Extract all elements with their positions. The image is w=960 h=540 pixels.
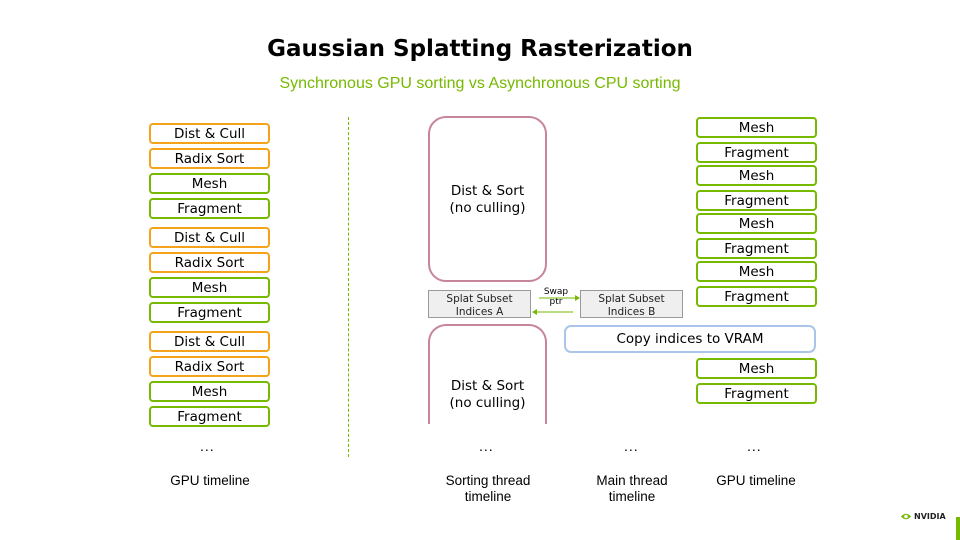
left-block-radix-sort: Radix Sort	[149, 148, 270, 169]
buffer-b: Splat Subset Indices B	[580, 290, 683, 318]
left-block-fragment: Fragment	[149, 302, 270, 323]
right-block-fragment: Fragment	[696, 383, 817, 404]
accent-bar	[956, 517, 960, 540]
left-ellipsis: ...	[200, 438, 215, 454]
slide-subtitle: Synchronous GPU sorting vs Asynchronous …	[279, 75, 681, 92]
divider-line	[348, 117, 349, 457]
right-timeline-caption: GPU timeline	[716, 473, 796, 488]
main-thread-caption: Main thread timeline	[596, 473, 668, 504]
nvidia-eye-icon	[901, 513, 911, 520]
right-block-fragment: Fragment	[696, 286, 817, 307]
left-block-mesh: Mesh	[149, 381, 270, 402]
slide-title: Gaussian Splatting Rasterization	[267, 36, 693, 62]
right-block-fragment: Fragment	[696, 238, 817, 259]
sorting-thread-caption: Sorting thread timeline	[445, 473, 531, 504]
sort-block-1	[428, 116, 547, 282]
buffer-a: Splat Subset Indices A	[428, 290, 531, 318]
left-block-mesh: Mesh	[149, 277, 270, 298]
right-block-mesh: Mesh	[696, 117, 817, 138]
left-block-dist-cull: Dist & Cull	[149, 227, 270, 248]
copy-indices-block: Copy indices to VRAM	[564, 325, 816, 353]
nvidia-logo: NVIDIA	[900, 512, 946, 521]
swap-arrows-icon	[532, 295, 580, 315]
sort-block-2-label: Dist & Sort (no culling)	[449, 378, 526, 411]
right-block-fragment: Fragment	[696, 190, 817, 211]
left-timeline-caption: GPU timeline	[170, 473, 250, 488]
right-ellipsis: ...	[747, 438, 762, 454]
left-block-radix-sort: Radix Sort	[149, 356, 270, 377]
right-block-mesh: Mesh	[696, 165, 817, 186]
sort-block-2-mask	[420, 424, 555, 469]
main-ellipsis: ...	[624, 438, 639, 454]
logo-text: NVIDIA	[914, 512, 946, 521]
right-block-fragment: Fragment	[696, 142, 817, 163]
right-block-mesh: Mesh	[696, 358, 817, 379]
left-block-dist-cull: Dist & Cull	[149, 123, 270, 144]
right-block-mesh: Mesh	[696, 261, 817, 282]
swap-ptr-label: Swap ptr	[543, 287, 569, 307]
left-block-dist-cull: Dist & Cull	[149, 331, 270, 352]
sort-block-1-label: Dist & Sort (no culling)	[449, 183, 526, 216]
left-block-fragment: Fragment	[149, 406, 270, 427]
left-block-mesh: Mesh	[149, 173, 270, 194]
sorting-ellipsis: ...	[479, 438, 494, 454]
sort-block-2	[428, 324, 547, 464]
right-block-mesh: Mesh	[696, 213, 817, 234]
left-block-fragment: Fragment	[149, 198, 270, 219]
left-block-radix-sort: Radix Sort	[149, 252, 270, 273]
